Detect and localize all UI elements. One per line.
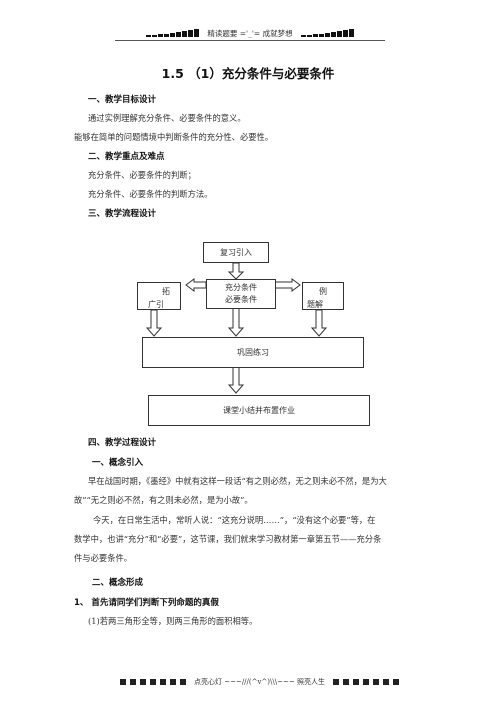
page-header: 精读题要 ='_'= 成就梦想: [115, 27, 385, 39]
flow-left-line-2: 广引: [148, 300, 164, 309]
page-footer: 点亮心灯 ~~~///(^v^)\\\~~~ 照亮人生: [120, 676, 420, 688]
footer-text: 点亮心灯 ~~~///(^v^)\\\~~~ 照亮人生: [194, 678, 325, 686]
keypoint-line-1: 充分条件、必要条件的判断；: [88, 170, 196, 180]
header-rule: [115, 40, 385, 41]
flow-box-right: 例 题解: [302, 282, 344, 310]
flow-left-line-1: 拓: [162, 287, 170, 296]
subheading-concept-formation: 二、概念形成: [92, 578, 144, 588]
heading-flow: 三、教学流程设计: [88, 209, 157, 219]
flow-center-line-2: 必要条件: [225, 295, 257, 304]
page-title: 1.5 （1）充分条件与必要条件: [161, 66, 335, 81]
intro-para-2-line-3: 件与必要条件。: [74, 553, 133, 563]
heading-process: 四、教学过程设计: [88, 438, 157, 448]
keypoint-line-2: 充分条件、必要条件的判断方法。: [88, 189, 213, 199]
subheading-concept-intro: 一、概念引入: [92, 458, 144, 468]
question-1-item-1: (1)若两三角形全等，则两三角形的面积相等。: [88, 616, 258, 626]
header-right-bars: [300, 29, 354, 37]
objective-line-2: 能够在简单的问题情境中判断条件的充分性、必要性。: [74, 132, 274, 142]
flow-right-line-1: 例: [319, 287, 327, 296]
objective-line-1: 通过实例理解充分条件、必要条件的意义。: [88, 113, 246, 123]
question-1: 1、 首先请同学们判断下列命题的真假: [74, 598, 219, 608]
intro-para-1-line-2: 故”“无之则必不然，有之则未必然，是为小故”。: [74, 495, 253, 505]
header-text: 精读题要 ='_'= 成就梦想: [207, 28, 293, 38]
header-left-bars: [146, 29, 200, 37]
intro-para-1-line-1: 早在战国时期，《墨经》中就有这样一段话“有之则必然，无之则未必不然，是为大: [88, 476, 387, 486]
flow-box-practice: 巩固练习: [142, 337, 364, 368]
intro-para-2-line-2: 数学中，也讲“充分”和“必要”，这节课，我们就来学习教材第一章第五节——充分条: [74, 534, 382, 544]
heading-keypoints: 二、教学重点及难点: [88, 152, 165, 162]
flow-right-line-2: 题解: [307, 300, 323, 309]
flow-box-center: 充分条件 必要条件: [206, 279, 276, 309]
flow-center-line-1: 充分条件: [225, 283, 257, 292]
intro-para-2-line-1: 今天，在日常生活中，常听人说：“这充分说明……”，“没有这个必要”等，在: [93, 515, 376, 525]
flow-box-summary: 课堂小结并布置作业: [148, 395, 370, 426]
flow-box-left: 拓 广引: [137, 282, 181, 310]
heading-objectives: 一、教学目标设计: [88, 95, 157, 105]
flow-box-review: 复习引入: [203, 242, 269, 263]
flowchart-arrows: [145, 262, 328, 394]
